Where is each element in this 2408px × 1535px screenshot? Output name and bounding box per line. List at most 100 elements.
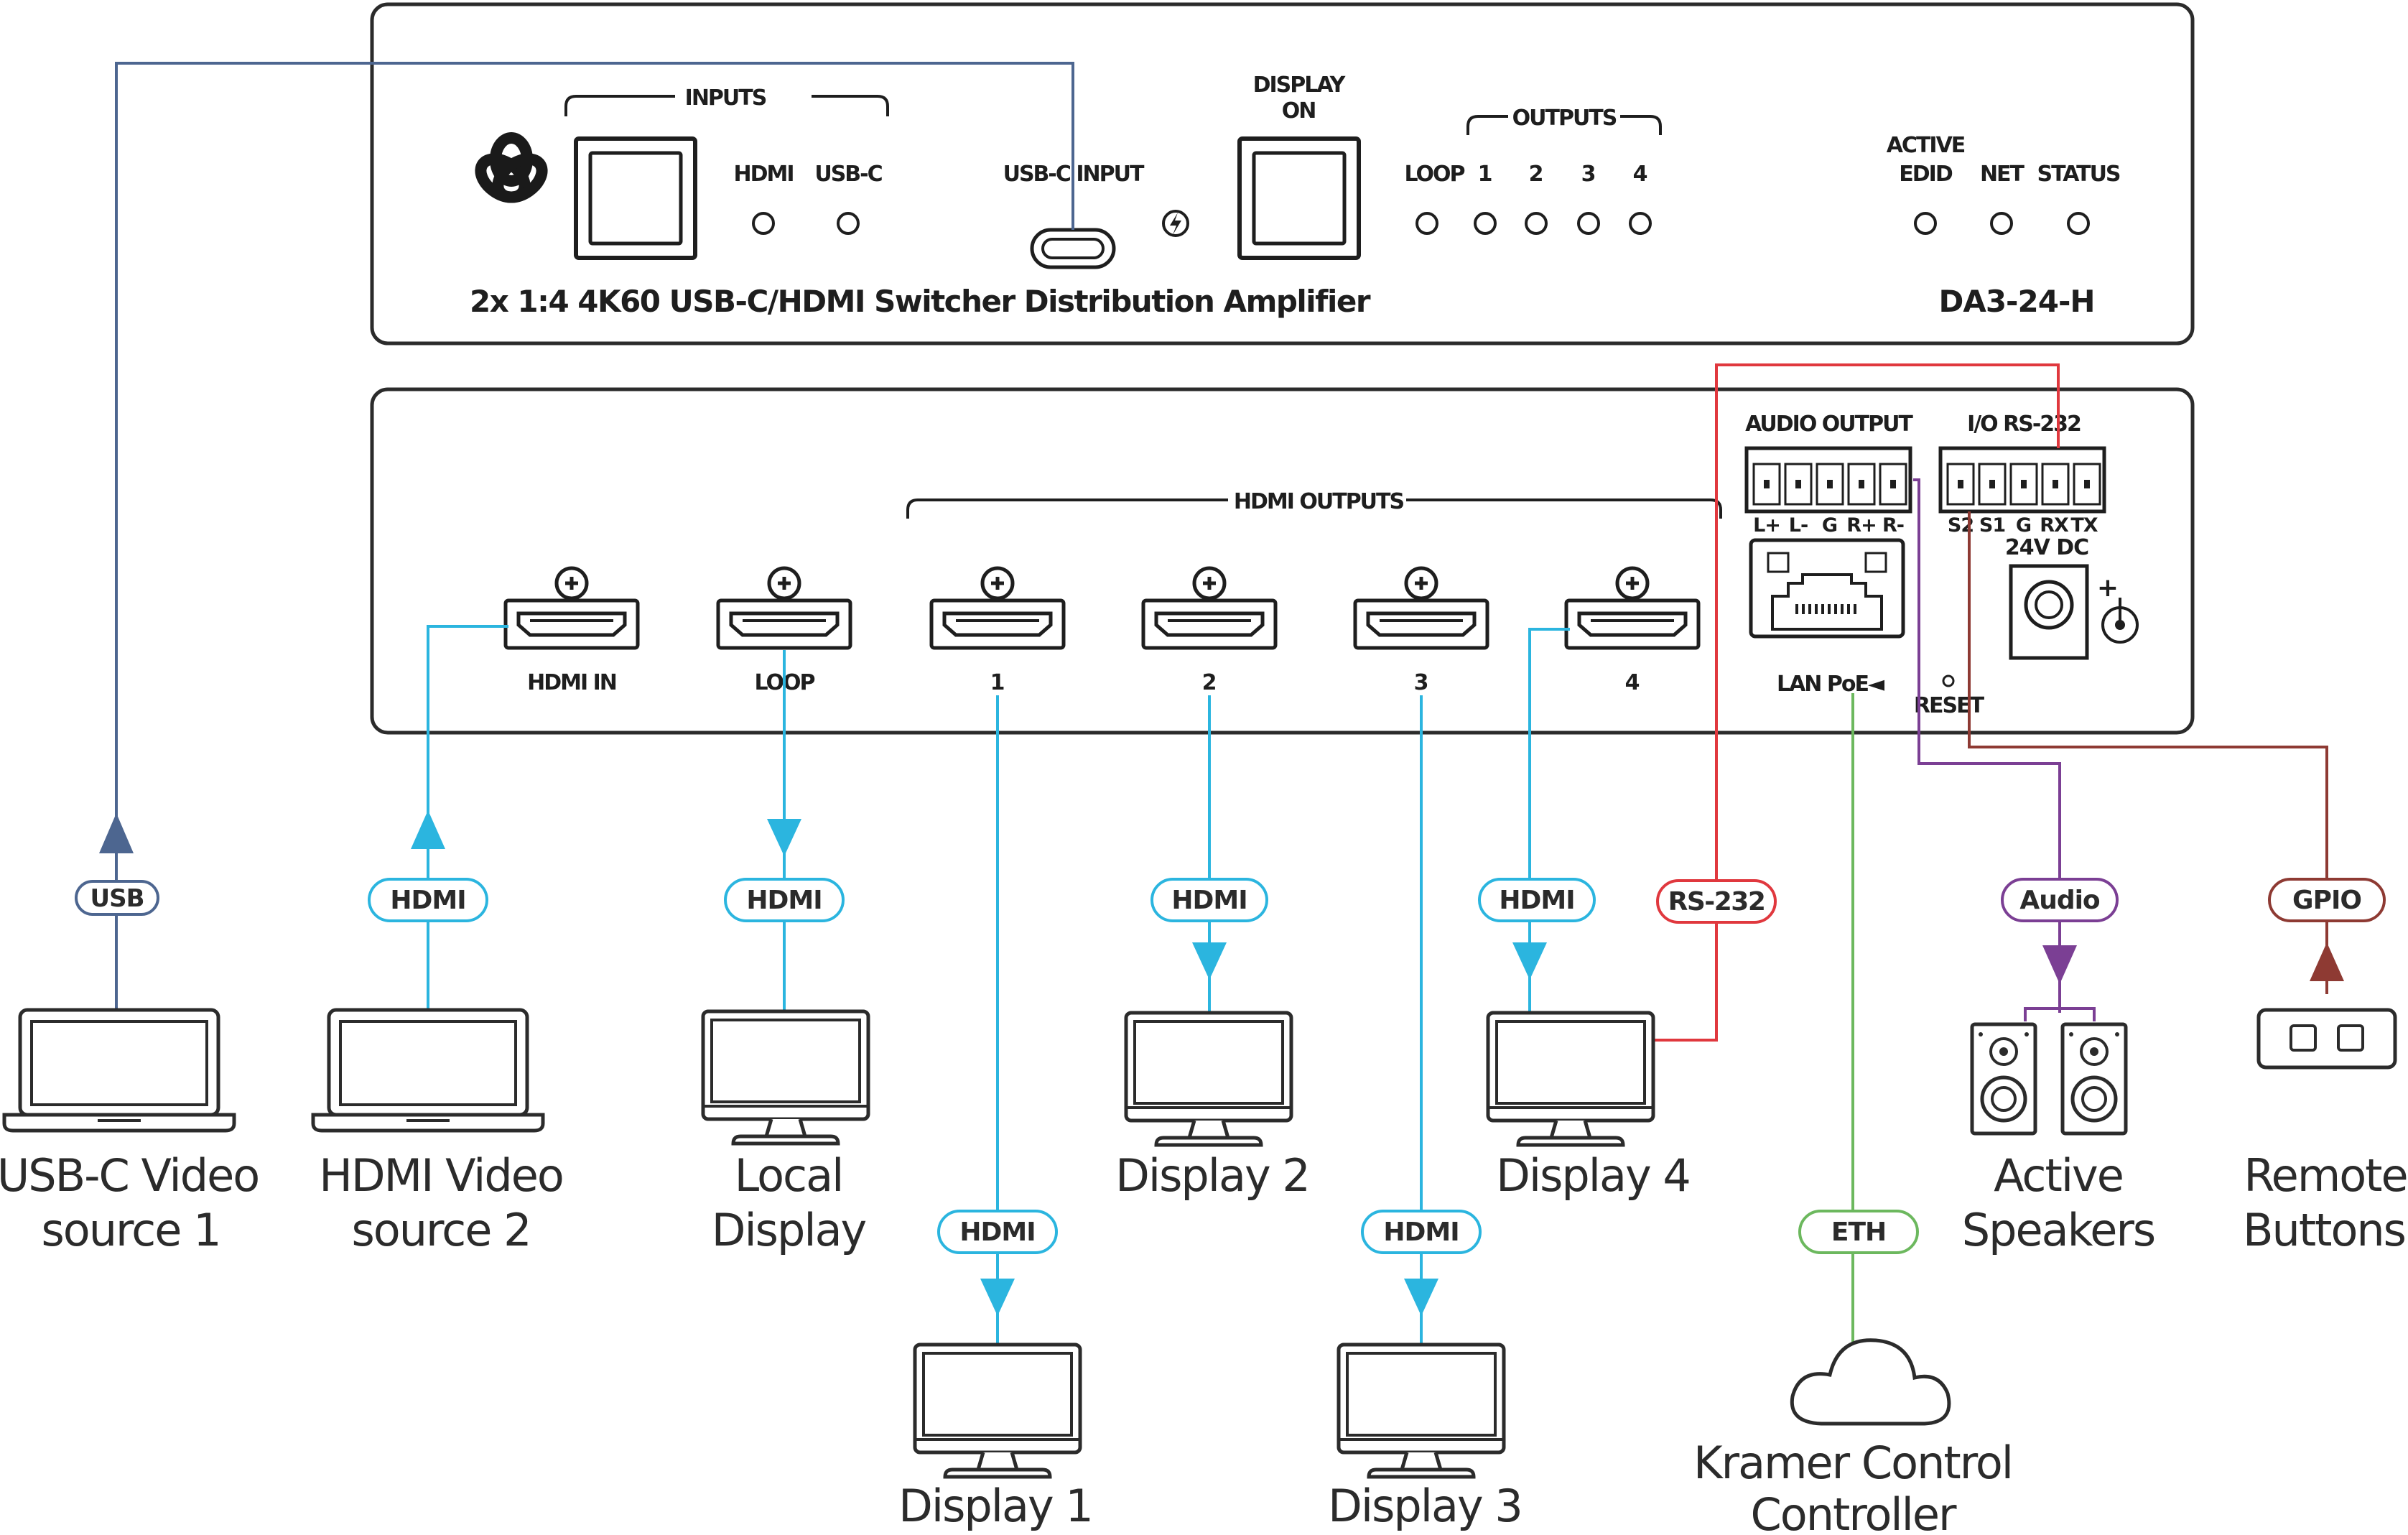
net-led (1990, 212, 2013, 235)
display2-label: Display 2 (1115, 1149, 1309, 1202)
speakers-label-line1: Active (1994, 1149, 2123, 1202)
gpio-badge (2268, 878, 2386, 922)
status-led (2067, 212, 2090, 235)
power-label: 24V DC (2005, 535, 2088, 560)
speakers-icon (1972, 1007, 2126, 1133)
thunderbolt-icon (1162, 210, 1189, 237)
hdmi-source-label-line2: source 2 (351, 1204, 530, 1256)
display-on-button[interactable] (1237, 136, 1361, 260)
remote-buttons-label-line1: Remote (2244, 1149, 2407, 1202)
display1-label: Display 1 (898, 1480, 1092, 1532)
hdmi-out3-badge-label: HDMI (1383, 1218, 1459, 1247)
audio-arrow-icon (2042, 945, 2077, 984)
eth-badge (1798, 1210, 1919, 1254)
hdmi-input-led-label: HDMI (733, 162, 793, 187)
rs232-badge (1656, 879, 1777, 924)
display4-arrow-icon (1512, 942, 1547, 980)
audio-pin-label-g: G (1822, 514, 1838, 537)
display4-label: Display 4 (1496, 1149, 1690, 1202)
hdmi-out2-badge (1150, 878, 1268, 922)
output-led-label-3: 3 (1581, 162, 1596, 187)
hdmi-loop-badge-label: HDMI (746, 886, 822, 915)
display2-monitor-icon (1126, 1013, 1291, 1145)
reset-label: RESET (1914, 693, 1985, 718)
input-select-button[interactable] (574, 136, 697, 260)
power-plus-sign: + (2097, 573, 2119, 603)
output-led-2 (1525, 212, 1548, 235)
speakers-label-line2: Speakers (1962, 1204, 2154, 1256)
display3-monitor-icon (1339, 1345, 1504, 1477)
lan-poe-port[interactable] (1749, 538, 1905, 639)
hdmi-in-badge-label: HDMI (390, 886, 465, 915)
display1-arrow-icon (980, 1279, 1015, 1316)
connection-badges: USB HDMI HDMI HDMI HDMI RS-232 Audio GPI… (75, 878, 2386, 1254)
eth-badge-label: ETH (1831, 1218, 1886, 1247)
hdmi-in-arrow-icon (411, 810, 445, 849)
hdmi-out4-badge (1478, 878, 1596, 922)
hdmi-out3-badge (1361, 1210, 1482, 1254)
audio-pin-label-lplus: L+ (1753, 514, 1780, 537)
hdmi-source-laptop-icon (313, 1010, 543, 1131)
cloud-icon (1790, 1338, 1951, 1426)
output-led-4 (1629, 212, 1652, 235)
hdmi-in-port-label: HDMI IN (527, 670, 616, 695)
rs232-badge-label: RS-232 (1668, 887, 1765, 917)
display-on-label-line1: DISPLAY (1253, 73, 1347, 98)
rear-panel: HDMI OUTPUTS HDMI IN LOOP 1 2 3 4 AUDIO … (370, 387, 2195, 735)
audio-cable-line (1913, 478, 2061, 1013)
hdmi-input-led (752, 212, 775, 235)
local-display-label-line1: Local (735, 1149, 843, 1202)
local-display-monitor-icon (703, 1011, 868, 1144)
audio-output-label: AUDIO OUTPUT (1745, 412, 1913, 437)
inputs-header: INPUTS (685, 85, 766, 111)
usb-cable-line (115, 62, 1074, 1010)
lan-poe-label: LAN PoE◄ (1777, 672, 1884, 697)
hdmi-out-port-4-label: 4 (1625, 670, 1640, 695)
status-label: STATUS (2037, 162, 2119, 187)
display3-label: Display 3 (1328, 1480, 1522, 1532)
hdmi-outputs-header: HDMI OUTPUTS (1234, 489, 1404, 514)
display4-monitor-icon (1488, 1013, 1653, 1145)
hdmi-out2-badge-label: HDMI (1171, 886, 1247, 915)
active-edid-led (1914, 212, 1937, 235)
io-pin-label-g: G (2016, 514, 2032, 537)
usb-badge-label: USB (90, 884, 144, 913)
audio-output-terminal[interactable] (1744, 446, 1912, 514)
hdmi-out4-badge-label: HDMI (1499, 886, 1574, 915)
io-pin-label-rx: RX (2040, 514, 2069, 537)
usbc-input-led (837, 212, 860, 235)
controller-label-line2: Controller (1751, 1488, 1957, 1535)
hdmi-source-label-line1: HDMI Video (319, 1149, 563, 1202)
controller-label-line1: Kramer Control (1693, 1437, 2012, 1489)
output-led-loop (1415, 212, 1438, 235)
net-label: NET (1980, 162, 2025, 187)
usbc-source-laptop-icon (4, 1010, 234, 1131)
rs232-cable-line (1653, 363, 2060, 1042)
io-pin-label-s1: S1 (1979, 514, 2005, 537)
usbc-input-port[interactable] (1030, 228, 1116, 269)
gpio-arrow-icon (2310, 942, 2344, 981)
local-display-label-line2: Display (712, 1204, 866, 1256)
io-rs232-terminal[interactable] (1938, 446, 2106, 514)
product-name: 2x 1:4 4K60 USB-C/HDMI Switcher Distribu… (470, 284, 1371, 319)
reset-button[interactable] (1942, 674, 1955, 687)
io-rs232-label: I/O RS-232 (1967, 412, 2081, 437)
usb-badge (75, 880, 159, 916)
output-led-label-1: 1 (1478, 162, 1493, 187)
hdmi-loop-arrow-icon (767, 819, 801, 856)
usbc-input-label: USB-C INPUT (1003, 162, 1145, 187)
hdmi-out-port-1-label: 1 (990, 670, 1005, 695)
model-name: DA3-24-H (1938, 284, 2094, 319)
usb-arrow-icon (99, 813, 134, 853)
device-labels: USB-C Video source 1 HDMI Video source 2… (0, 1149, 2408, 1535)
hdmi-out1-badge-label: HDMI (959, 1218, 1035, 1247)
power-jack[interactable] (2009, 564, 2089, 660)
output-led-1 (1474, 212, 1497, 235)
audio-pin-label-rplus: R+ (1846, 514, 1876, 537)
display-on-label-line2: ON (1282, 98, 1316, 124)
output-led-label-loop: LOOP (1404, 162, 1464, 187)
active-edid-label-line1: ACTIVE (1887, 133, 1965, 158)
hdmi-in-badge (368, 878, 488, 922)
gpio-badge-label: GPIO (2292, 886, 2361, 915)
